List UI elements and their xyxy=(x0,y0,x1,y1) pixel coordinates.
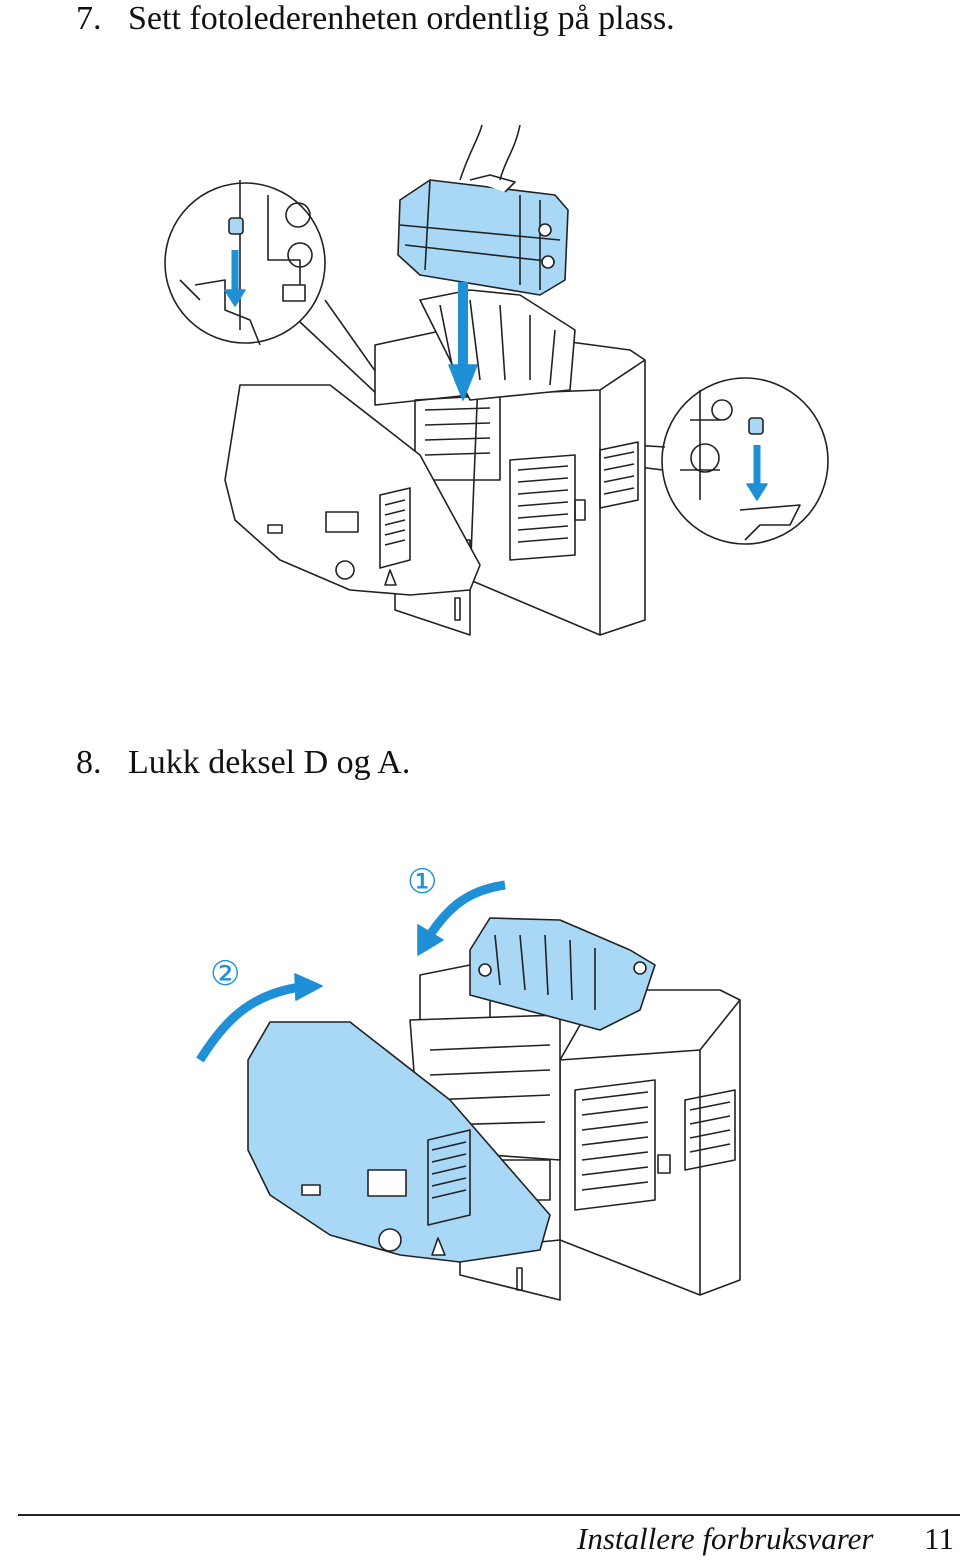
step-text: Lukk deksel D og A. xyxy=(128,744,411,781)
printer-body xyxy=(409,964,741,1301)
footer-rule xyxy=(18,1514,960,1516)
cover-a xyxy=(247,1021,551,1263)
insert-arrow-icon xyxy=(448,282,478,401)
footer-section-title: Installere forbruksvarer xyxy=(577,1521,874,1556)
front-cover-a xyxy=(224,384,481,596)
callout-1: ① xyxy=(407,862,437,902)
callout-2: ② xyxy=(210,954,240,994)
photoconductor-install-illustration xyxy=(164,124,829,636)
step-7: 7. Sett fotolederenheten ordentlig på pla… xyxy=(76,2,675,36)
curved-arrow-1-icon xyxy=(417,880,506,956)
step-text: Sett fotolederenheten ordentlig på plass… xyxy=(128,0,675,37)
step-number: 7. xyxy=(76,0,102,37)
cover-d xyxy=(469,917,656,1031)
close-covers-illustration: ① ② xyxy=(196,862,741,1301)
curved-arrow-2-icon xyxy=(196,973,323,1063)
left-detail-zoom xyxy=(164,180,386,396)
footer-page-number: 11 xyxy=(924,1521,954,1556)
step-8: 8. Lukk deksel D og A. xyxy=(76,746,410,780)
step-number: 8. xyxy=(76,744,102,781)
right-detail-zoom xyxy=(547,377,829,545)
photoconductor-unit xyxy=(397,124,569,296)
